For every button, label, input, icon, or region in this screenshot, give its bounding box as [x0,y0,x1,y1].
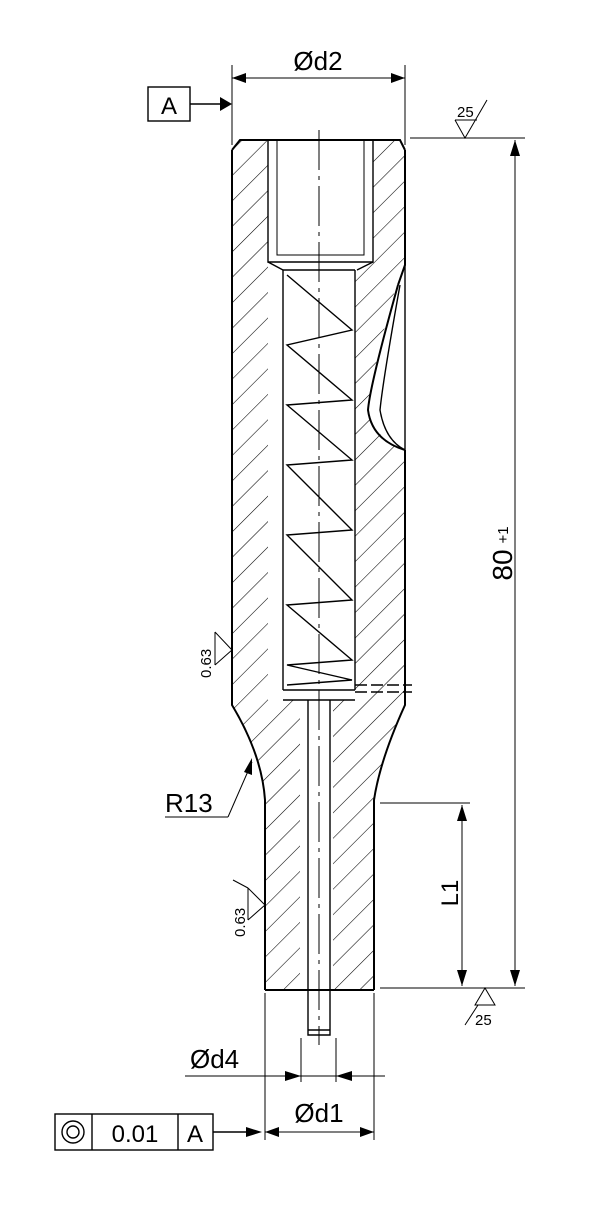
concentricity-icon [61,1120,85,1144]
length-value: 80 [487,549,518,580]
radius-leader [165,758,253,818]
part-outline [231,139,412,1036]
spring [285,274,354,686]
datum-feature [147,86,232,122]
d1-label: Ød1 [294,1098,343,1128]
d2-label: Ød2 [293,46,342,76]
surface-finish-shank [232,879,266,921]
datum-label: A [161,93,177,120]
dimension-l1 [380,802,470,986]
tolerance-frame [54,1113,262,1151]
surface-finish-bottom [464,987,496,1026]
radius-label: R13 [165,788,213,818]
tolerance-datum: A [187,1121,203,1148]
surface-body-value: 0.63 [198,649,215,678]
d4-label: Ød4 [190,1044,239,1074]
l1-label: L1 [437,880,464,907]
surface-top-value: 25 [457,104,474,121]
tolerance-value: 0.01 [112,1121,159,1148]
dimension-length [380,137,525,989]
surface-bottom-value: 25 [475,1012,492,1029]
surface-finish-body [214,631,233,666]
length-tolerance: +1 [495,526,512,543]
dimension-d1 [264,993,375,1140]
surface-shank-value: 0.63 [232,908,249,937]
dimension-d4 [185,1038,385,1082]
section-hatching [232,140,405,990]
dimension-d2 [231,65,406,145]
